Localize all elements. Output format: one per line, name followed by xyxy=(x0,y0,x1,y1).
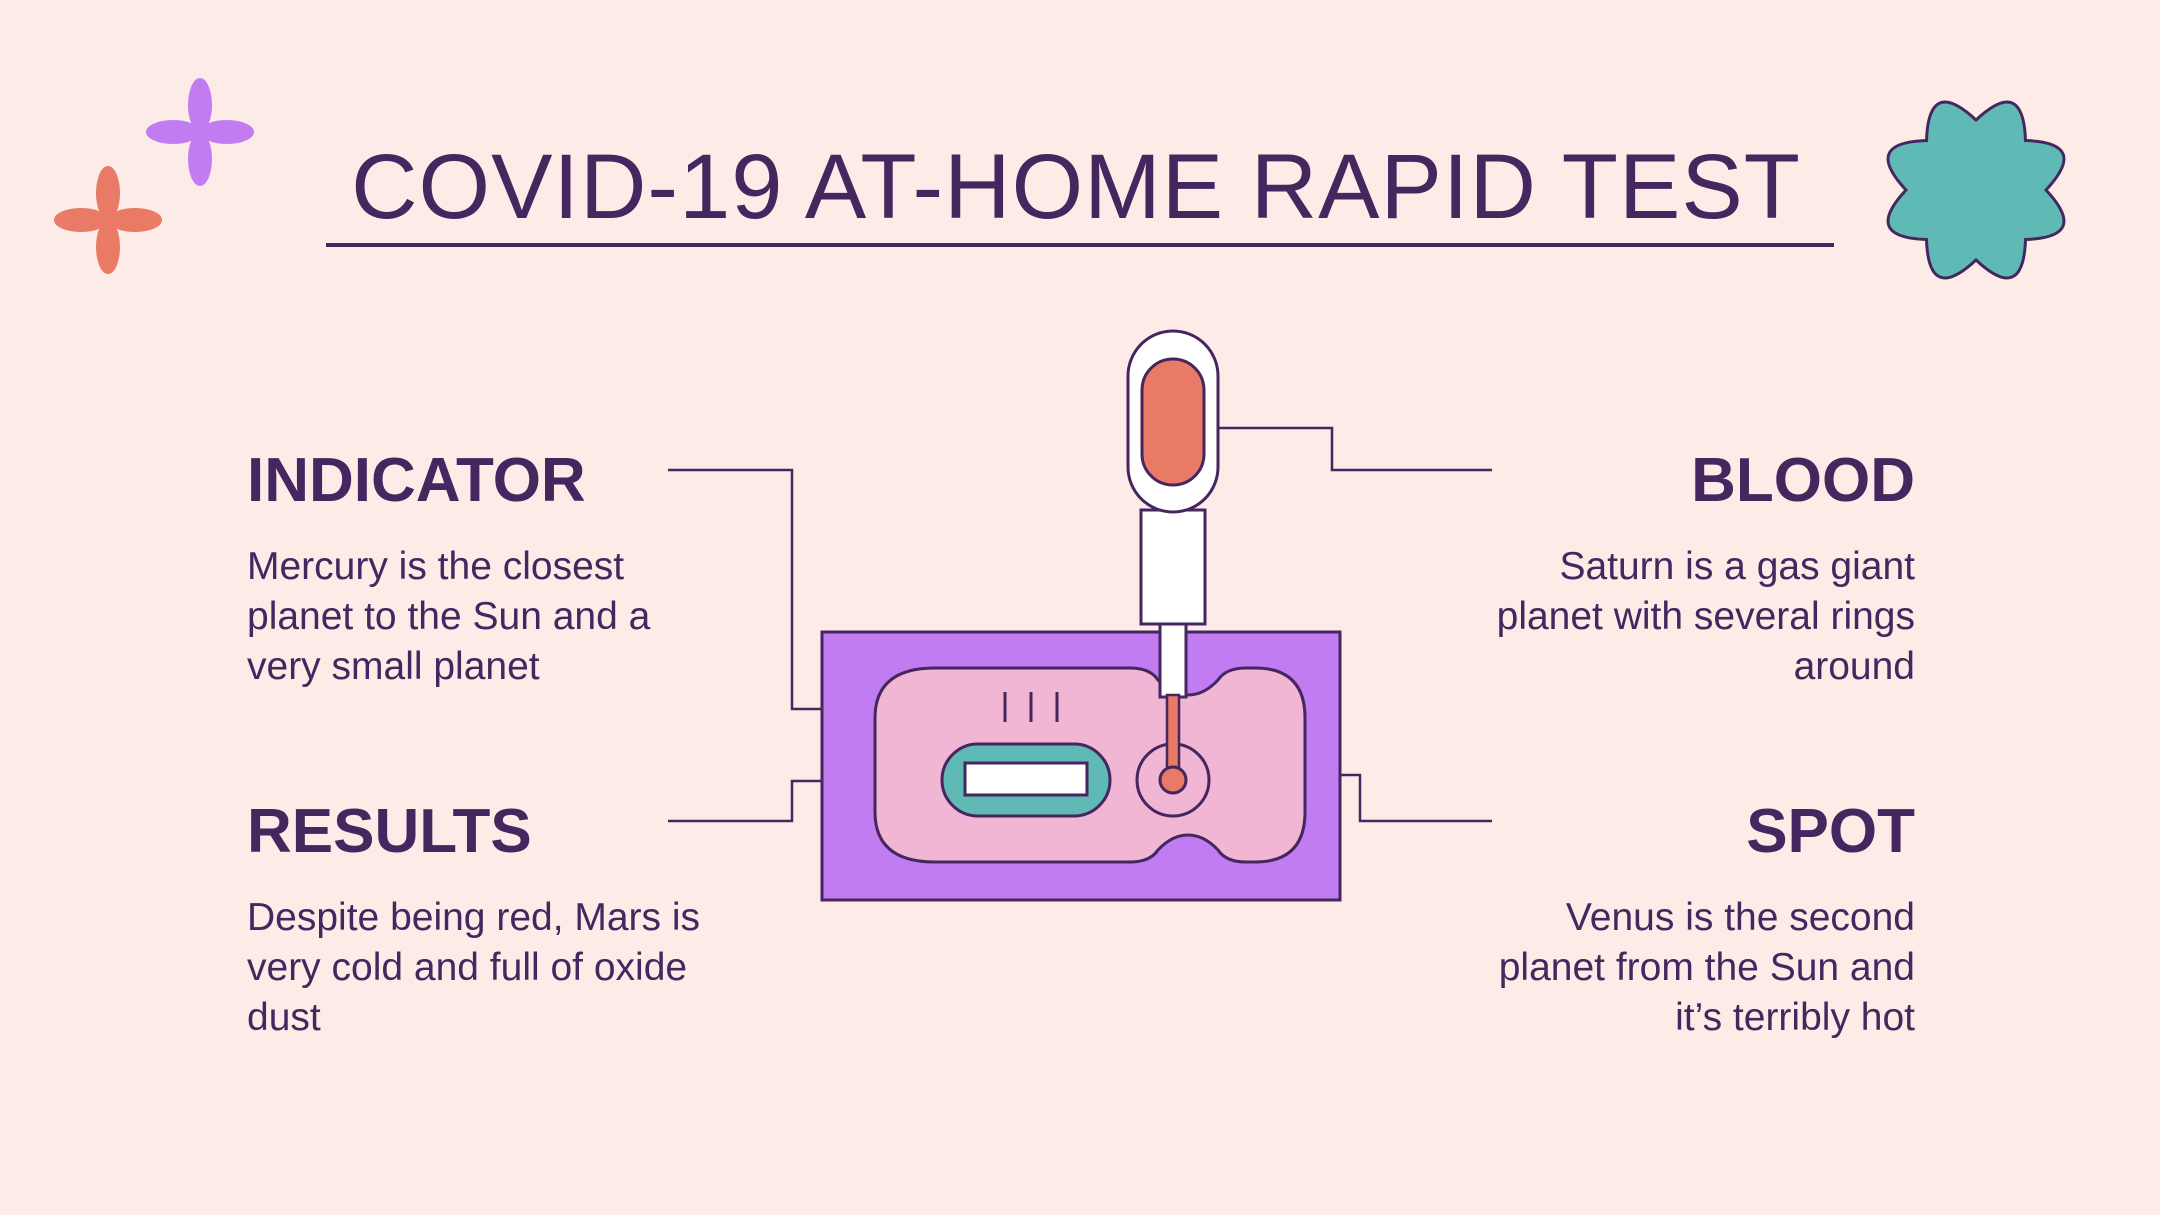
dropper-stem xyxy=(1139,508,1207,626)
teal-flower-icon xyxy=(1886,100,2066,280)
result-strip xyxy=(963,761,1089,797)
dropper-blood xyxy=(1140,357,1206,487)
blood-drop xyxy=(1158,765,1188,795)
spot-section: SPOT Venus is the second planet from the… xyxy=(1455,797,1915,1043)
title-underline xyxy=(326,243,1834,247)
purple-flower-icon xyxy=(146,78,254,186)
spot-heading: SPOT xyxy=(1746,797,1915,866)
blood-section: BLOOD Saturn is a gas giant planet with … xyxy=(1455,446,1915,692)
indicator-heading: INDICATOR xyxy=(247,446,586,515)
results-section: RESULTS Despite being red, Mars is very … xyxy=(247,797,707,1043)
dropper-icon xyxy=(1126,329,1220,795)
blood-description: Saturn is a gas giant planet with severa… xyxy=(1496,545,1915,688)
dropper-tip xyxy=(1158,620,1188,699)
spot-description: Venus is the second planet from the Sun … xyxy=(1498,896,1915,1039)
orange-flower-icon xyxy=(54,166,162,274)
blood-heading: BLOOD xyxy=(1691,446,1915,515)
test-cassette-icon xyxy=(820,630,1342,902)
blood-stream xyxy=(1165,693,1181,779)
page-title: COVID-19 AT-HOME RAPID TEST xyxy=(351,136,1801,238)
results-description: Despite being red, Mars is very cold and… xyxy=(247,896,701,1039)
indicator-section: INDICATOR Mercury is the closest planet … xyxy=(247,446,707,692)
indicator-description: Mercury is the closest planet to the Sun… xyxy=(247,545,651,688)
blood-connector xyxy=(1180,426,1492,472)
results-heading: RESULTS xyxy=(247,797,532,866)
indicator-marks xyxy=(1003,692,1059,722)
